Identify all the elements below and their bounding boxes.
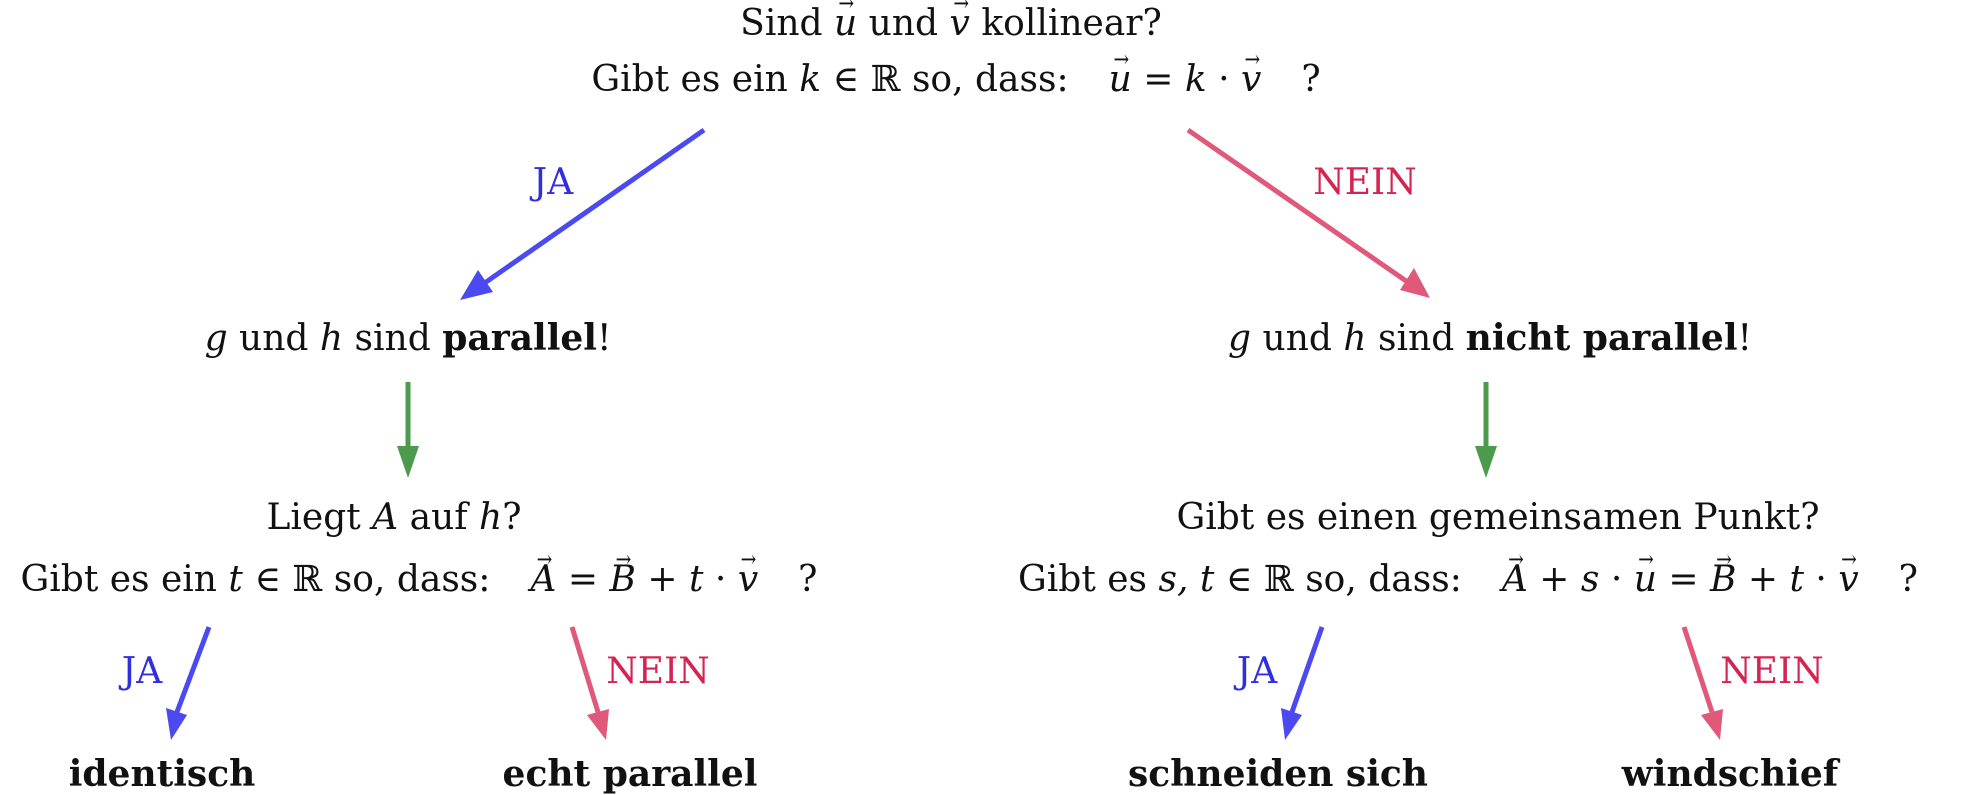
- arrow-root-no: [1186, 127, 1424, 295]
- label-root-no: NEIN: [1313, 162, 1417, 203]
- outcome-echt-parallel: echt parallel: [502, 753, 758, 795]
- arrow-root-yes: [464, 127, 706, 299]
- parallel-question: Liegt A auf h?: [266, 497, 522, 538]
- root-condition: Gibt es ein k ∈ ℝ so, dass:u = k · v?: [591, 62, 1320, 98]
- arrow-parallel-yes: [174, 626, 212, 713]
- label-nonparallel-yes: JA: [1236, 651, 1278, 692]
- root-question: Sind u und v kollinear?: [740, 6, 1162, 42]
- label-nonparallel-no: NEIN: [1720, 651, 1824, 692]
- arrow-parallel-no: [569, 626, 601, 713]
- arrowhead-nonparallel-no: [1701, 709, 1723, 740]
- parallel-result: g und h sind parallel!: [204, 317, 612, 359]
- nonparallel-question: Gibt es einen gemeinsamen Punkt?: [1176, 497, 1820, 538]
- label-parallel-yes: JA: [121, 651, 163, 692]
- arrowhead-root-yes: [460, 270, 493, 300]
- nonparallel-result: g und h sind nicht parallel!: [1228, 317, 1752, 359]
- label-parallel-no: NEIN: [606, 651, 710, 692]
- parallel-condition: Gibt es ein t ∈ ℝ so, dass:A = B + t · v…: [21, 562, 818, 598]
- arrowhead-nonparallel-next: [1475, 446, 1497, 478]
- outcome-identisch: identisch: [68, 753, 256, 795]
- label-root-yes: JA: [532, 162, 574, 203]
- arrow-nonparallel-yes: [1289, 626, 1325, 713]
- outcome-schneiden-sich: schneiden sich: [1128, 753, 1428, 795]
- arrowhead-parallel-yes: [166, 708, 187, 740]
- arrowhead-nonparallel-yes: [1281, 708, 1302, 740]
- arrow-nonparallel-no: [1681, 626, 1715, 713]
- outcome-windschief: windschief: [1621, 753, 1839, 795]
- arrowhead-root-no: [1400, 268, 1430, 298]
- arrowhead-parallel-no: [587, 709, 609, 740]
- nonparallel-condition: Gibt es s, t ∈ ℝ so, dass:A + s · u = B …: [1018, 562, 1918, 598]
- arrowhead-parallel-next: [397, 446, 419, 478]
